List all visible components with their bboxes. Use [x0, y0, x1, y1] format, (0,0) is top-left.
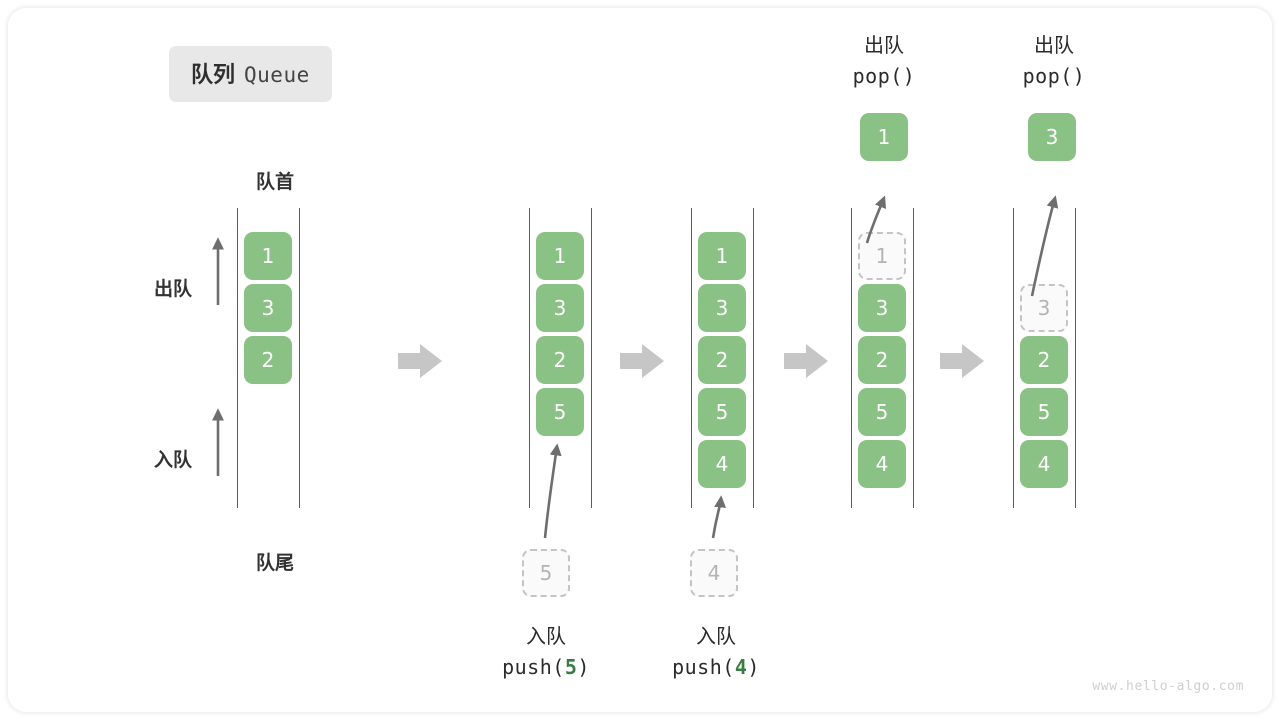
queue-element: 4 [858, 440, 906, 488]
queue-element: 2 [698, 336, 746, 384]
pop-3-motion-arrow [1030, 195, 1059, 297]
pop-1-label: 出队 pop() [804, 30, 964, 92]
queue-rail-left-4 [851, 208, 852, 508]
queue-rail-right-1 [299, 208, 300, 508]
push-4-motion-arrow [711, 495, 726, 539]
queue-element: 2 [244, 336, 292, 384]
step-arrow-icon-1 [398, 342, 442, 380]
queue-tail-label: 队尾 [255, 552, 294, 574]
queue-element: 5 [698, 388, 746, 436]
queue-element-pushed: 4 [698, 440, 746, 488]
watermark: www.hello-algo.com [1092, 679, 1244, 694]
queue-element: 3 [536, 284, 584, 332]
queue-element: 3 [858, 284, 906, 332]
queue-rail-right-5 [1075, 208, 1076, 508]
enqueue-direction-label: 入队 [154, 449, 193, 471]
diagram-title-cn: 队列 [191, 63, 236, 88]
queue-element: 2 [1020, 336, 1068, 384]
queue-rail-right-3 [753, 208, 754, 508]
push-5-motion-arrow [543, 443, 562, 539]
popped-element: 3 [1028, 113, 1076, 161]
pop-3-label-code: pop() [1022, 64, 1086, 88]
push-4-label-cn: 入队 [696, 624, 736, 648]
step-arrow-icon-4 [940, 342, 984, 380]
queue-element: 3 [244, 284, 292, 332]
push-5-label: 入队 push(5) [446, 621, 646, 683]
popped-element: 1 [860, 113, 908, 161]
pop-1-label-cn: 出队 [864, 33, 904, 57]
queue-head-label: 队首 [255, 171, 294, 193]
queue-element: 3 [698, 284, 746, 332]
queue-element: 1 [698, 232, 746, 280]
pop-1-label-code: pop() [852, 64, 916, 88]
diagram-title-badge: 队列 Queue [169, 46, 332, 102]
push-4-label: 入队 push(4) [616, 621, 816, 683]
queue-element: 5 [858, 388, 906, 436]
push-5-label-code: push(5) [502, 655, 590, 679]
queue-rail-left-1 [237, 208, 238, 508]
diagram-title-en: Queue [244, 63, 310, 87]
queue-element: 1 [536, 232, 584, 280]
pop-3-label: 出队 pop() [974, 30, 1134, 92]
dequeue-direction-label: 出队 [154, 278, 193, 300]
popped-ghost-element: 1 [858, 232, 906, 280]
diagram-canvas: 队列 Queue 队首 队尾 出队 入队 1 3 2 1 3 2 5 5 入队 … [8, 8, 1272, 712]
queue-element: 2 [536, 336, 584, 384]
queue-element: 4 [1020, 440, 1068, 488]
push-4-label-code: push(4) [672, 655, 760, 679]
step-arrow-icon-2 [620, 342, 664, 380]
queue-rail-left-2 [529, 208, 530, 508]
queue-element-pushed: 5 [536, 388, 584, 436]
queue-rail-left-3 [691, 208, 692, 508]
pop-3-label-cn: 出队 [1034, 33, 1074, 57]
push-5-label-cn: 入队 [526, 624, 566, 648]
step-arrow-icon-3 [784, 342, 828, 380]
queue-element: 5 [1020, 388, 1068, 436]
popped-ghost-element: 3 [1020, 284, 1068, 332]
queue-rail-right-4 [913, 208, 914, 508]
incoming-ghost-element: 4 [690, 549, 738, 597]
queue-rail-left-5 [1013, 208, 1014, 508]
queue-element: 1 [244, 232, 292, 280]
incoming-ghost-element: 5 [522, 549, 570, 597]
queue-rail-right-2 [591, 208, 592, 508]
queue-element: 2 [858, 336, 906, 384]
